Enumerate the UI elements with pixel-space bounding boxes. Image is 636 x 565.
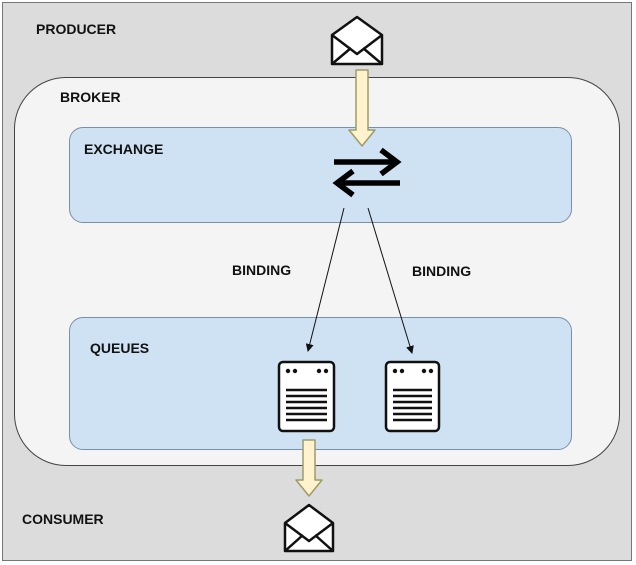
envelope-icon [330,15,384,66]
consumer-label: CONSUMER [22,511,104,527]
envelope-icon [283,503,335,553]
queue-server-icon [277,360,336,433]
binding-label-left: BINDING [232,262,292,278]
exchange-label: EXCHANGE [84,141,164,157]
broker-label: BROKER [60,89,121,105]
binding-arrow-left [305,207,345,352]
binding-label-right: BINDING [412,263,472,279]
exchange-panel [69,127,572,223]
exchange-arrows-icon [332,147,402,198]
queue-server-icon [384,360,441,433]
producer-label: PRODUCER [36,21,117,37]
queue-to-consumer-arrow [295,439,323,497]
producer-to-exchange-arrow [348,69,376,147]
queues-label: QUEUES [90,340,150,356]
binding-arrow-right [367,207,414,354]
